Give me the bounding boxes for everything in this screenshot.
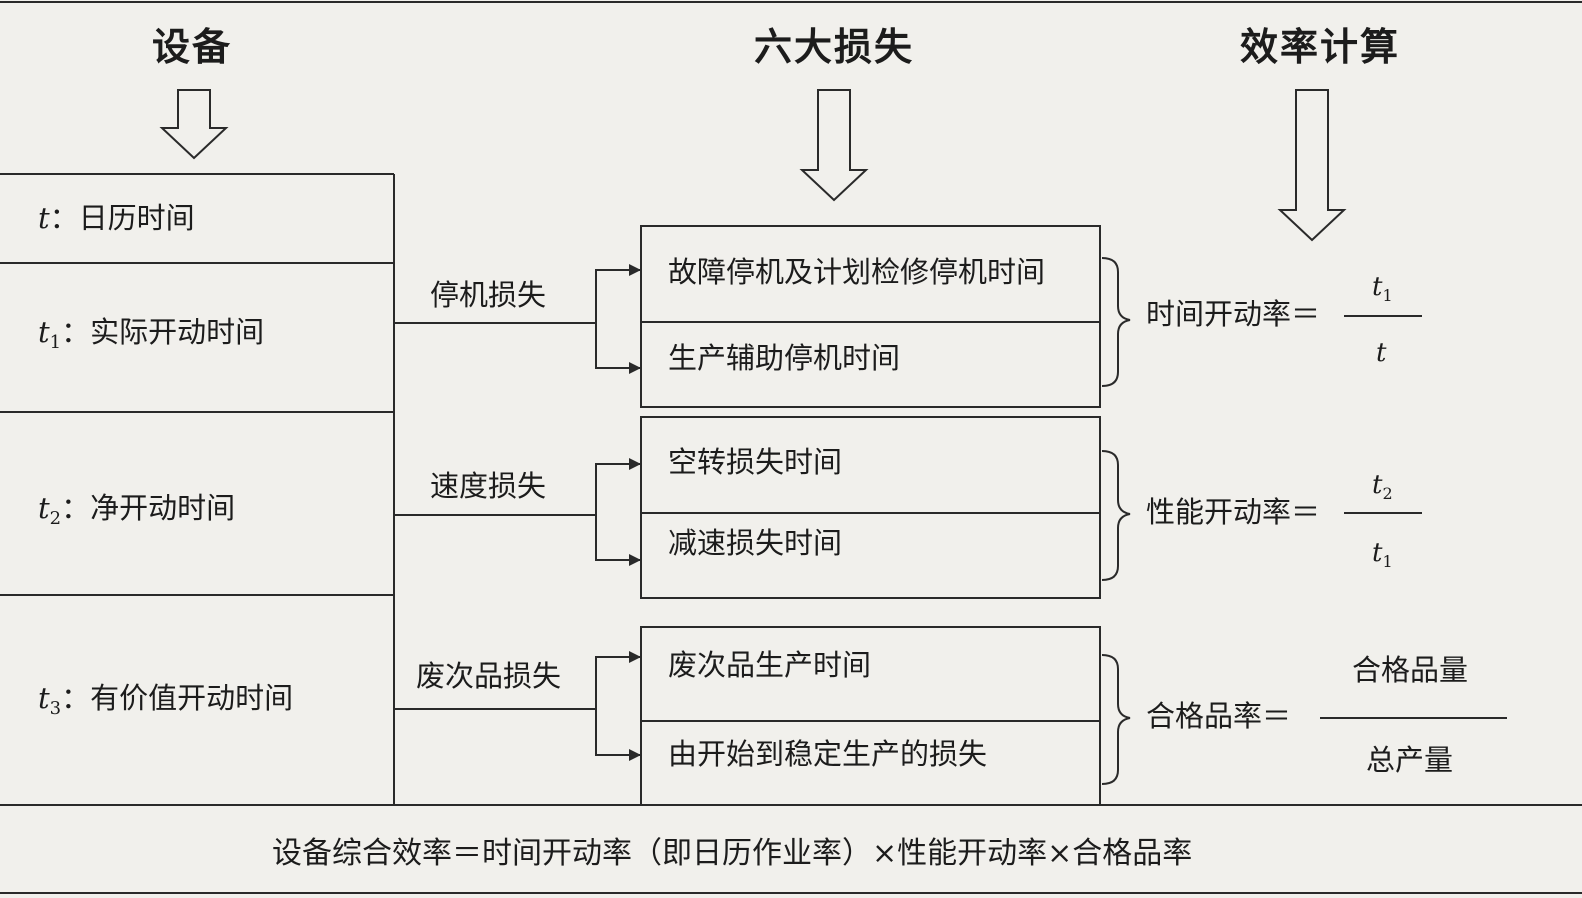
loss-group-defect: 废次品损失 (416, 659, 562, 693)
arrow-losses-icon (799, 89, 869, 202)
formula-quality-denominator: 总产量 (1366, 743, 1454, 777)
formula-time-label: 时间开动率＝ (1146, 297, 1321, 331)
brace-3-icon (1101, 654, 1131, 785)
arrow-efficiency-icon (1277, 89, 1347, 242)
header-efficiency: 效率计算 (1240, 24, 1401, 69)
loss-item: 故障停机及计划检修停机时间 (668, 255, 1046, 289)
loss-group-downtime: 停机损失 (430, 278, 547, 312)
formula-time-denominator: t (1376, 338, 1387, 368)
time-t2: t2：净开动时间 (38, 491, 236, 529)
formula-time-numerator: t1 (1372, 272, 1393, 305)
formula-quality-label: 合格品率＝ (1146, 699, 1292, 733)
loss-item: 由开始到稳定生产的损失 (668, 737, 988, 771)
formula-performance-denominator: t1 (1372, 538, 1393, 571)
arrow-equipment-icon (159, 89, 229, 160)
loss-item: 减速损失时间 (668, 526, 843, 560)
overall-oee-formula: 设备综合效率＝时间开动率（即日历作业率）×性能开动率×合格品率 (272, 836, 1193, 871)
time-t: t：日历时间 (38, 201, 195, 235)
header-equipment: 设备 (152, 24, 233, 69)
loss-group-speed: 速度损失 (430, 469, 547, 503)
formula-quality-numerator: 合格品量 (1352, 653, 1469, 687)
brace-2-icon (1101, 450, 1131, 581)
loss-item: 空转损失时间 (668, 445, 843, 479)
brace-1-icon (1101, 257, 1131, 387)
loss-item: 生产辅助停机时间 (668, 341, 901, 375)
time-t1: t1：实际开动时间 (38, 315, 265, 353)
time-t3: t3：有价值开动时间 (38, 681, 294, 719)
formula-performance-label: 性能开动率＝ (1146, 495, 1321, 529)
formula-performance-numerator: t2 (1372, 470, 1393, 503)
loss-item: 废次品生产时间 (668, 648, 872, 682)
header-losses: 六大损失 (754, 24, 915, 69)
